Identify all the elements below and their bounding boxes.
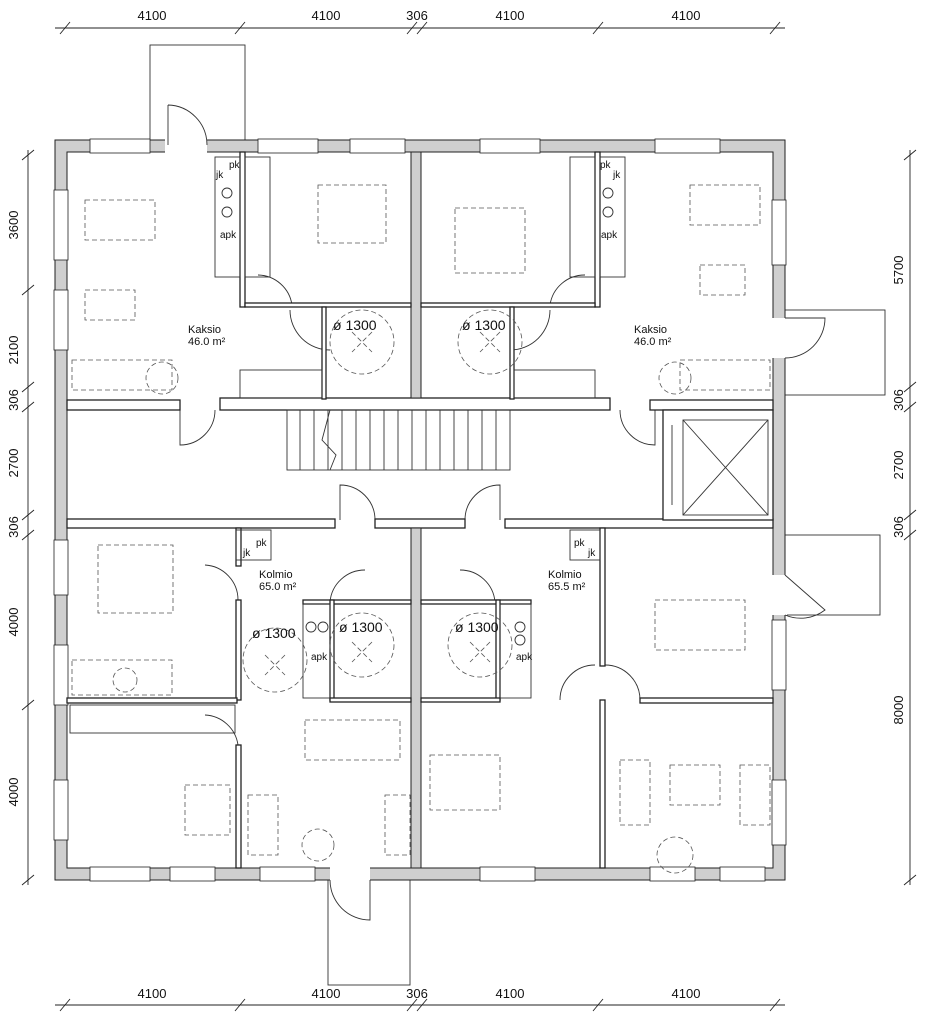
- pk-label: pk: [256, 538, 268, 549]
- pk-label: pk: [574, 538, 586, 549]
- diameter-label: ø 1300: [455, 619, 499, 635]
- dim-label: 306: [406, 8, 428, 23]
- pk-label: pk: [229, 160, 241, 171]
- apartment-area: 46.0 m²: [188, 336, 226, 348]
- apartment-area: 65.5 m²: [548, 581, 586, 593]
- dim-label: 306: [6, 389, 21, 411]
- jk-label: jk: [587, 548, 596, 559]
- jk-label: jk: [242, 548, 251, 559]
- dim-label: 2700: [6, 449, 21, 478]
- dim-label: 2100: [6, 336, 21, 365]
- dim-label: 4100: [672, 8, 701, 23]
- dimension-bottom: 4100 4100 306 4100 4100: [55, 986, 785, 1012]
- apk-label: apk: [311, 652, 328, 663]
- dim-label: 3600: [6, 211, 21, 240]
- dim-label: 4000: [6, 778, 21, 807]
- apartment-type: Kaksio: [188, 324, 221, 336]
- apartment-area: 65.0 m²: [259, 581, 297, 593]
- dimension-left: 3600 2100 306 2700 306 4000 4000: [6, 149, 35, 886]
- dim-label: 4100: [312, 986, 341, 1001]
- dim-label: 306: [406, 986, 428, 1001]
- diameter-label: ø 1300: [462, 317, 506, 333]
- dim-label: 4100: [138, 8, 167, 23]
- dim-label: 4100: [496, 986, 525, 1001]
- dim-label: 4100: [312, 8, 341, 23]
- dim-label: 4100: [496, 8, 525, 23]
- diameter-label: ø 1300: [339, 619, 383, 635]
- pk-label: pk: [600, 160, 612, 171]
- cabinet-labels: pk jk apk pk jk apk pk jk apk pk jk apk: [215, 160, 621, 663]
- elevator-shaft: [662, 409, 774, 521]
- apartment-type: Kolmio: [548, 569, 582, 581]
- dimension-right: 5700 306 2700 306 8000: [891, 149, 917, 886]
- dim-label: 306: [6, 516, 21, 538]
- apk-label: apk: [516, 652, 533, 663]
- turning-circle-labels: ø 1300 ø 1300 ø 1300 ø 1300 ø 1300: [252, 317, 506, 641]
- dimension-top: 4100 4100 306 4100 4100: [55, 8, 785, 35]
- dim-label: 4100: [138, 986, 167, 1001]
- dim-label: 5700: [891, 256, 906, 285]
- apartment-area: 46.0 m²: [634, 336, 672, 348]
- apartment-type: Kaksio: [634, 324, 667, 336]
- turning-circles: [242, 309, 523, 693]
- staircase: [286, 409, 511, 471]
- apartment-type: Kolmio: [259, 569, 293, 581]
- dim-label: 4000: [6, 608, 21, 637]
- dim-label: 8000: [891, 696, 906, 725]
- kitchen-counters: [69, 156, 626, 734]
- dim-label: 306: [891, 389, 906, 411]
- room-labels: Kaksio 46.0 m² Kaksio 46.0 m² Kolmio 65.…: [188, 324, 672, 593]
- dim-label: 306: [891, 516, 906, 538]
- interior-walls: [66, 151, 774, 869]
- diameter-label: ø 1300: [252, 625, 296, 641]
- dim-label: 4100: [672, 986, 701, 1001]
- apk-label: apk: [601, 230, 618, 241]
- apk-label: apk: [220, 230, 237, 241]
- diameter-label: ø 1300: [333, 317, 377, 333]
- dim-label: 2700: [891, 451, 906, 480]
- furniture: [71, 184, 771, 874]
- jk-label: jk: [612, 170, 621, 181]
- jk-label: jk: [215, 170, 224, 181]
